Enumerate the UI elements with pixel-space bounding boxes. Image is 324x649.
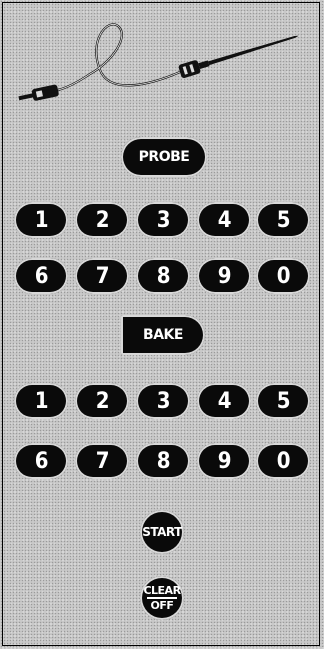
upper-key-2[interactable]: 2 (75, 202, 129, 238)
off-label: OFF (151, 600, 174, 611)
probe-button-label: PROBE (139, 149, 190, 165)
lower-keypad-row-1: 1 2 3 4 5 (14, 383, 310, 419)
upper-keypad-row-2: 6 7 8 9 0 (14, 258, 310, 294)
lower-key-3[interactable]: 3 (136, 383, 190, 419)
start-button[interactable]: START (140, 510, 184, 554)
lower-key-7[interactable]: 7 (75, 443, 129, 479)
upper-key-5[interactable]: 5 (256, 202, 310, 238)
lower-key-5[interactable]: 5 (256, 383, 310, 419)
upper-key-9[interactable]: 9 (197, 258, 251, 294)
upper-key-4[interactable]: 4 (197, 202, 251, 238)
probe-button[interactable]: PROBE (121, 137, 207, 177)
clear-label: CLEAR (143, 585, 180, 596)
temperature-probe-icon (0, 0, 324, 115)
upper-key-1[interactable]: 1 (14, 202, 68, 238)
lower-key-8[interactable]: 8 (136, 443, 190, 479)
lower-key-1[interactable]: 1 (14, 383, 68, 419)
lower-keypad-row-2: 6 7 8 9 0 (14, 443, 310, 479)
upper-keypad: 1 2 3 4 5 (14, 202, 310, 238)
upper-keypad-2: 6 7 8 9 0 (14, 258, 310, 294)
lower-key-0[interactable]: 0 (256, 443, 310, 479)
upper-key-0[interactable]: 0 (256, 258, 310, 294)
upper-key-8[interactable]: 8 (136, 258, 190, 294)
lower-keypad-2: 6 7 8 9 0 (14, 443, 310, 479)
bake-button-label: BAKE (143, 327, 183, 343)
lower-key-2[interactable]: 2 (75, 383, 129, 419)
start-button-label: START (142, 525, 182, 539)
lower-key-4[interactable]: 4 (197, 383, 251, 419)
upper-key-7[interactable]: 7 (75, 258, 129, 294)
clear-off-button[interactable]: CLEAR OFF (140, 576, 184, 620)
upper-key-6[interactable]: 6 (14, 258, 68, 294)
bake-button[interactable]: BAKE (121, 315, 205, 355)
lower-key-9[interactable]: 9 (197, 443, 251, 479)
lower-key-6[interactable]: 6 (14, 443, 68, 479)
upper-keypad-row-1: 1 2 3 4 5 (14, 202, 310, 238)
upper-key-3[interactable]: 3 (136, 202, 190, 238)
lower-keypad: 1 2 3 4 5 (14, 383, 310, 419)
